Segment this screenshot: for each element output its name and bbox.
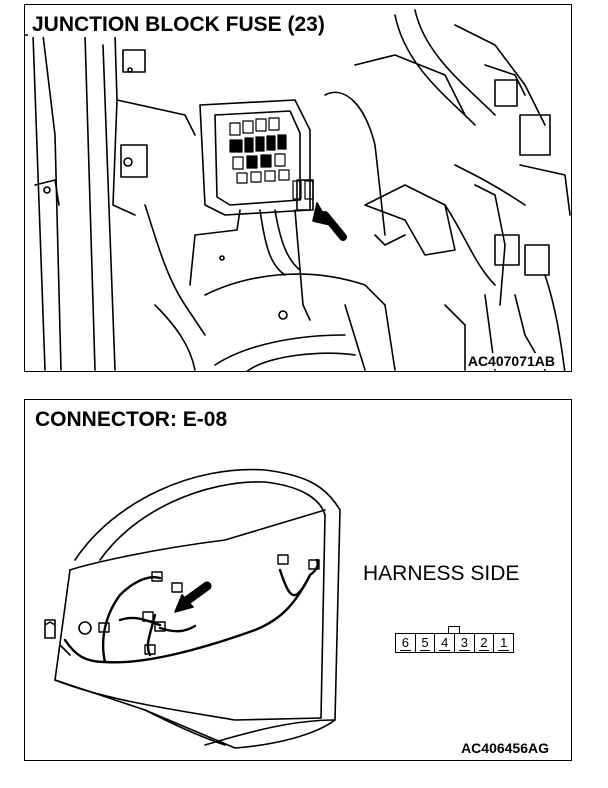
- connector-pin: 5: [416, 634, 436, 652]
- junction-block-title: JUNCTION BLOCK FUSE (23): [28, 13, 329, 37]
- connector-lock-tab: [448, 626, 460, 634]
- connector-pin: 4: [435, 634, 456, 652]
- junction-block-illustration: [25, 9, 571, 371]
- harness-side-label: HARNESS SIDE: [363, 562, 520, 585]
- connector-pin: 6: [396, 634, 416, 652]
- connector-pin-row: 6 5 4 3 2 1: [395, 633, 514, 653]
- connector-pin: 3: [455, 634, 475, 652]
- top-image-code: AC407071AB: [465, 353, 557, 369]
- junction-block-panel: JUNCTION BLOCK FUSE (23) AC407071AB: [24, 4, 572, 372]
- door-harness-illustration: [44, 468, 341, 749]
- connector-pin: 1: [494, 634, 513, 652]
- bottom-image-code: AC406456AG: [459, 740, 551, 756]
- connector-pin: 2: [475, 634, 495, 652]
- connector-panel: CONNECTOR: E-08: [24, 399, 572, 761]
- connector-title: CONNECTOR: E-08: [31, 408, 232, 432]
